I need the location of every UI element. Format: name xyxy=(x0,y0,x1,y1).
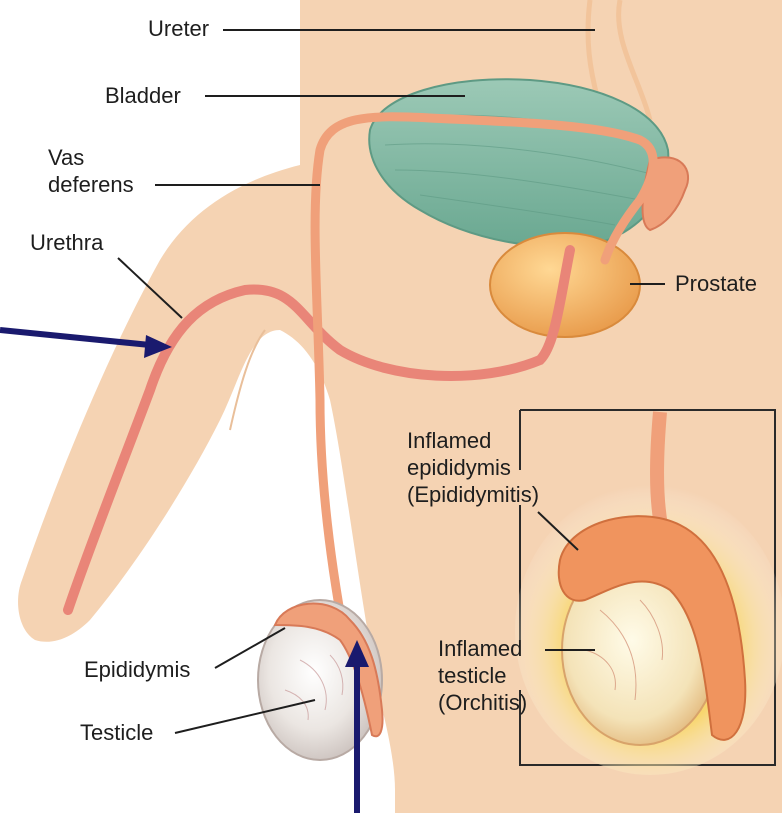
label-inflamed-epididymis-3: (Epididymitis) xyxy=(407,482,539,508)
label-inflamed-testicle-2: testicle xyxy=(438,663,506,689)
label-testicle: Testicle xyxy=(80,720,153,746)
label-vas-line2: deferens xyxy=(48,172,134,198)
label-inflamed-testicle-1: Inflamed xyxy=(438,636,522,662)
label-inflamed-epididymis-1: Inflamed xyxy=(407,428,491,454)
label-ureter: Ureter xyxy=(148,16,209,42)
label-epididymis: Epididymis xyxy=(84,657,190,683)
label-bladder: Bladder xyxy=(105,83,181,109)
label-urethra: Urethra xyxy=(30,230,103,256)
label-inflamed-testicle-3: (Orchitis) xyxy=(438,690,527,716)
label-vas-line1: Vas xyxy=(48,145,84,171)
label-prostate: Prostate xyxy=(675,271,757,297)
label-inflamed-epididymis-2: epididymis xyxy=(407,455,511,481)
